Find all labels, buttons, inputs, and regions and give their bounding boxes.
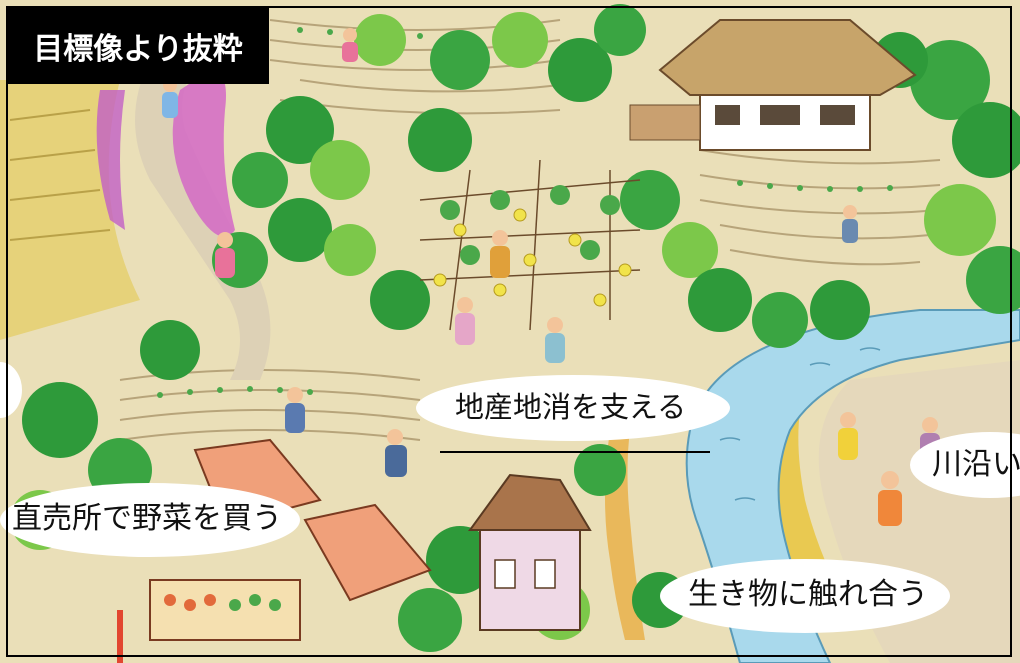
flower-bed-2 bbox=[96, 90, 125, 230]
flower-bed-1 bbox=[172, 70, 235, 237]
bubble-left-partial bbox=[0, 362, 22, 418]
paddy-lines bbox=[9, 109, 111, 241]
bubble-direct-sales bbox=[0, 483, 300, 557]
flower-bed-3 bbox=[767, 410, 850, 620]
title-text: 目標像より抜粋 bbox=[33, 32, 243, 67]
label-living-things: 生き物に触れ合う bbox=[688, 577, 928, 612]
terraced-fields bbox=[119, 19, 941, 441]
label-direct-sales: 直売所で野菜を買う bbox=[12, 501, 282, 536]
title-banner: 目標像より抜粋 bbox=[7, 8, 269, 84]
farmhouse bbox=[629, 19, 917, 151]
bubble-riverside bbox=[910, 432, 1020, 498]
bubble-living-things bbox=[660, 559, 950, 633]
trees bbox=[10, 4, 1020, 652]
label-riverside: 川沿い bbox=[932, 447, 1020, 482]
label-local-consumption: 地産地消を支える bbox=[455, 390, 687, 424]
bubble-local-consumption bbox=[416, 375, 730, 441]
fruit-trellis bbox=[419, 159, 641, 331]
pink-house bbox=[468, 473, 592, 631]
people bbox=[162, 28, 940, 526]
